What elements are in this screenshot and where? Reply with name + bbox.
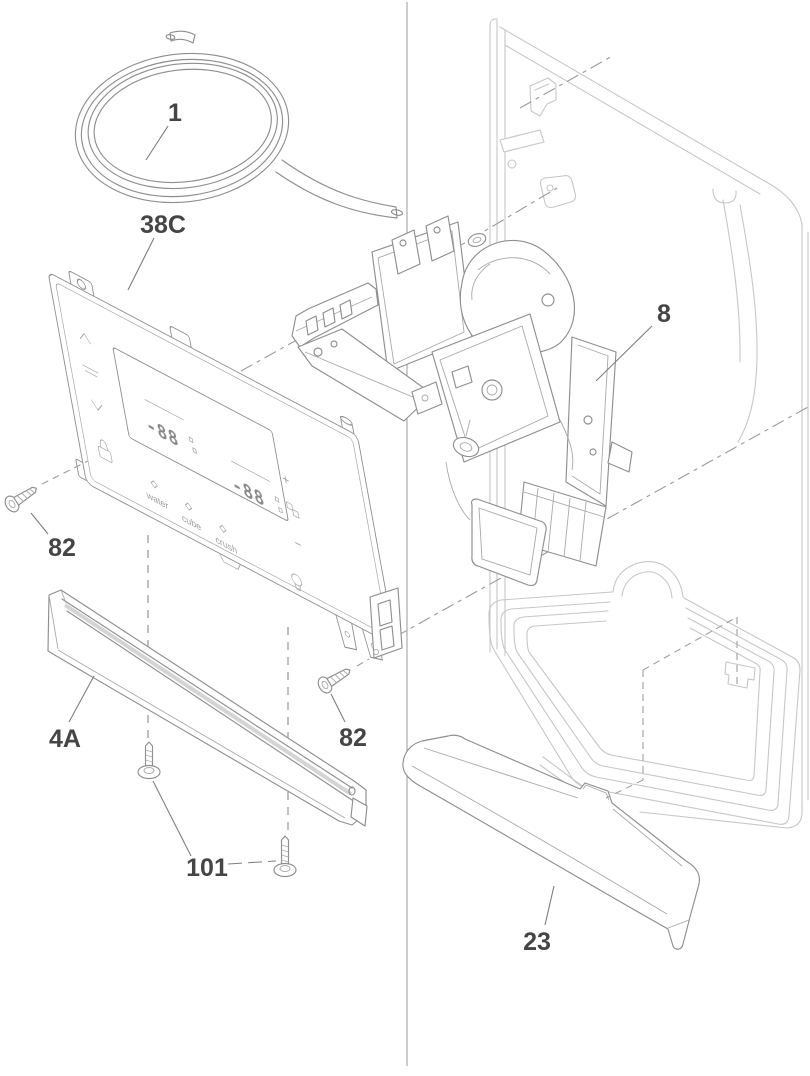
label-part-8: 8 <box>657 300 671 328</box>
screw-101-first <box>137 741 161 780</box>
cubes-icon[interactable] <box>285 501 300 519</box>
label-part-82-left: 82 <box>48 534 76 562</box>
tray-install-dashed-outline <box>605 616 738 799</box>
label-part-4a: 4A <box>49 725 81 753</box>
part-38c-control-panel: -88 -88 water cube crush + − <box>48 270 396 661</box>
part-8-ice-maker-assembly <box>291 215 633 587</box>
label-part-1: 1 <box>168 99 182 127</box>
label-part-101: 101 <box>186 854 228 882</box>
screw-82-right <box>317 668 351 694</box>
chevron-up-icon[interactable] <box>79 331 92 345</box>
plus-icon[interactable]: + <box>280 469 290 489</box>
screw-101-second <box>273 835 297 878</box>
label-part-82-right: 82 <box>339 724 367 752</box>
labels: 1 38C 8 82 4A 82 101 23 <box>30 99 671 956</box>
screw-82-left <box>4 486 37 513</box>
light-bulb-icon[interactable] <box>291 572 303 592</box>
part-4a-trim-strip <box>47 589 368 827</box>
chevron-down-icon[interactable] <box>90 399 103 413</box>
part-1-water-tube <box>74 30 404 219</box>
minus-icon[interactable]: − <box>293 535 302 553</box>
label-part-23: 23 <box>523 928 551 956</box>
label-part-38c: 38C <box>140 211 186 239</box>
mounting-bracket <box>369 587 403 659</box>
part-23-tray <box>402 734 700 950</box>
lock-icon[interactable] <box>96 437 113 463</box>
